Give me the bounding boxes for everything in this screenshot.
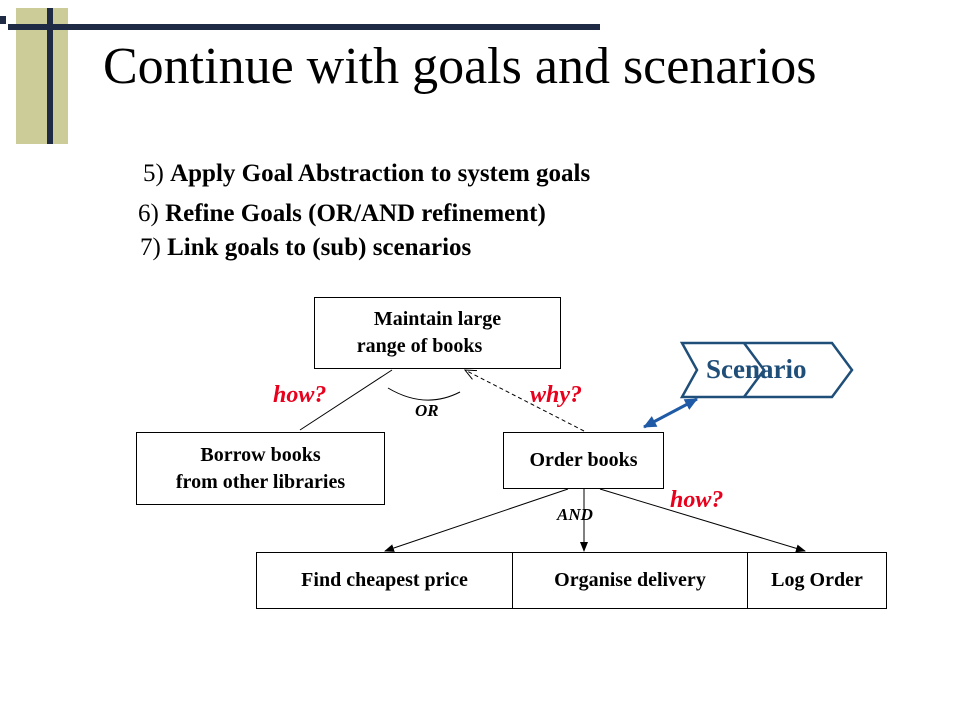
decorative-side-line xyxy=(47,8,53,144)
decorative-top-line xyxy=(8,24,600,30)
goal-find-cheapest-price: Find cheapest price xyxy=(256,552,513,609)
and-link-find xyxy=(384,488,569,552)
decorative-square xyxy=(0,16,6,24)
step-number: 6) xyxy=(138,200,159,227)
step-text: Refine Goals (OR/AND refinement) xyxy=(165,200,546,227)
goal-organise-delivery: Organise delivery xyxy=(512,552,748,609)
or-label: OR xyxy=(415,401,439,420)
scenario-shape xyxy=(679,341,854,399)
step-text: Link goals to (sub) scenarios xyxy=(167,234,472,261)
goal-label: from other libraries xyxy=(175,470,346,493)
decorative-bar xyxy=(16,8,68,144)
how-label-left: how? xyxy=(273,382,327,408)
goal-borrow-books: Borrow books from other libraries xyxy=(136,432,385,505)
slide-title: Continue with goals and scenarios xyxy=(103,38,817,95)
why-link xyxy=(465,370,585,432)
and-link-log xyxy=(599,488,806,553)
goal-maintain-large-range: Maintain large range of books xyxy=(314,297,561,369)
why-label: why? xyxy=(530,382,583,408)
how-label-right: how? xyxy=(670,487,724,513)
step-5: 5) Apply Goal Abstraction to system goal… xyxy=(143,158,590,190)
goal-label: Log Order xyxy=(771,569,863,591)
goal-label: Organise delivery xyxy=(554,569,706,591)
goal-log-order: Log Order xyxy=(747,552,887,609)
goal-label: range of books xyxy=(356,335,483,357)
goal-label: Maintain large xyxy=(373,308,502,330)
scenario-link xyxy=(643,397,698,429)
step-text: Apply Goal Abstraction to system goals xyxy=(170,160,591,187)
step-number: 5) xyxy=(143,160,164,187)
step-number: 7) xyxy=(140,234,161,261)
goal-order-books: Order books xyxy=(503,432,664,489)
step-7: 7) Link goals to (sub) scenarios xyxy=(140,232,471,264)
or-link-borrow xyxy=(299,369,393,431)
goal-label: Borrow books xyxy=(200,443,321,466)
or-arc xyxy=(387,387,461,401)
goal-label: Order books xyxy=(529,449,638,471)
scenario-inner-chevron xyxy=(742,342,766,398)
scenario-label: Scenario xyxy=(706,354,807,384)
goal-label: Find cheapest price xyxy=(301,569,468,591)
and-label: AND xyxy=(557,505,593,524)
step-6: 6) Refine Goals (OR/AND refinement) xyxy=(138,198,546,230)
